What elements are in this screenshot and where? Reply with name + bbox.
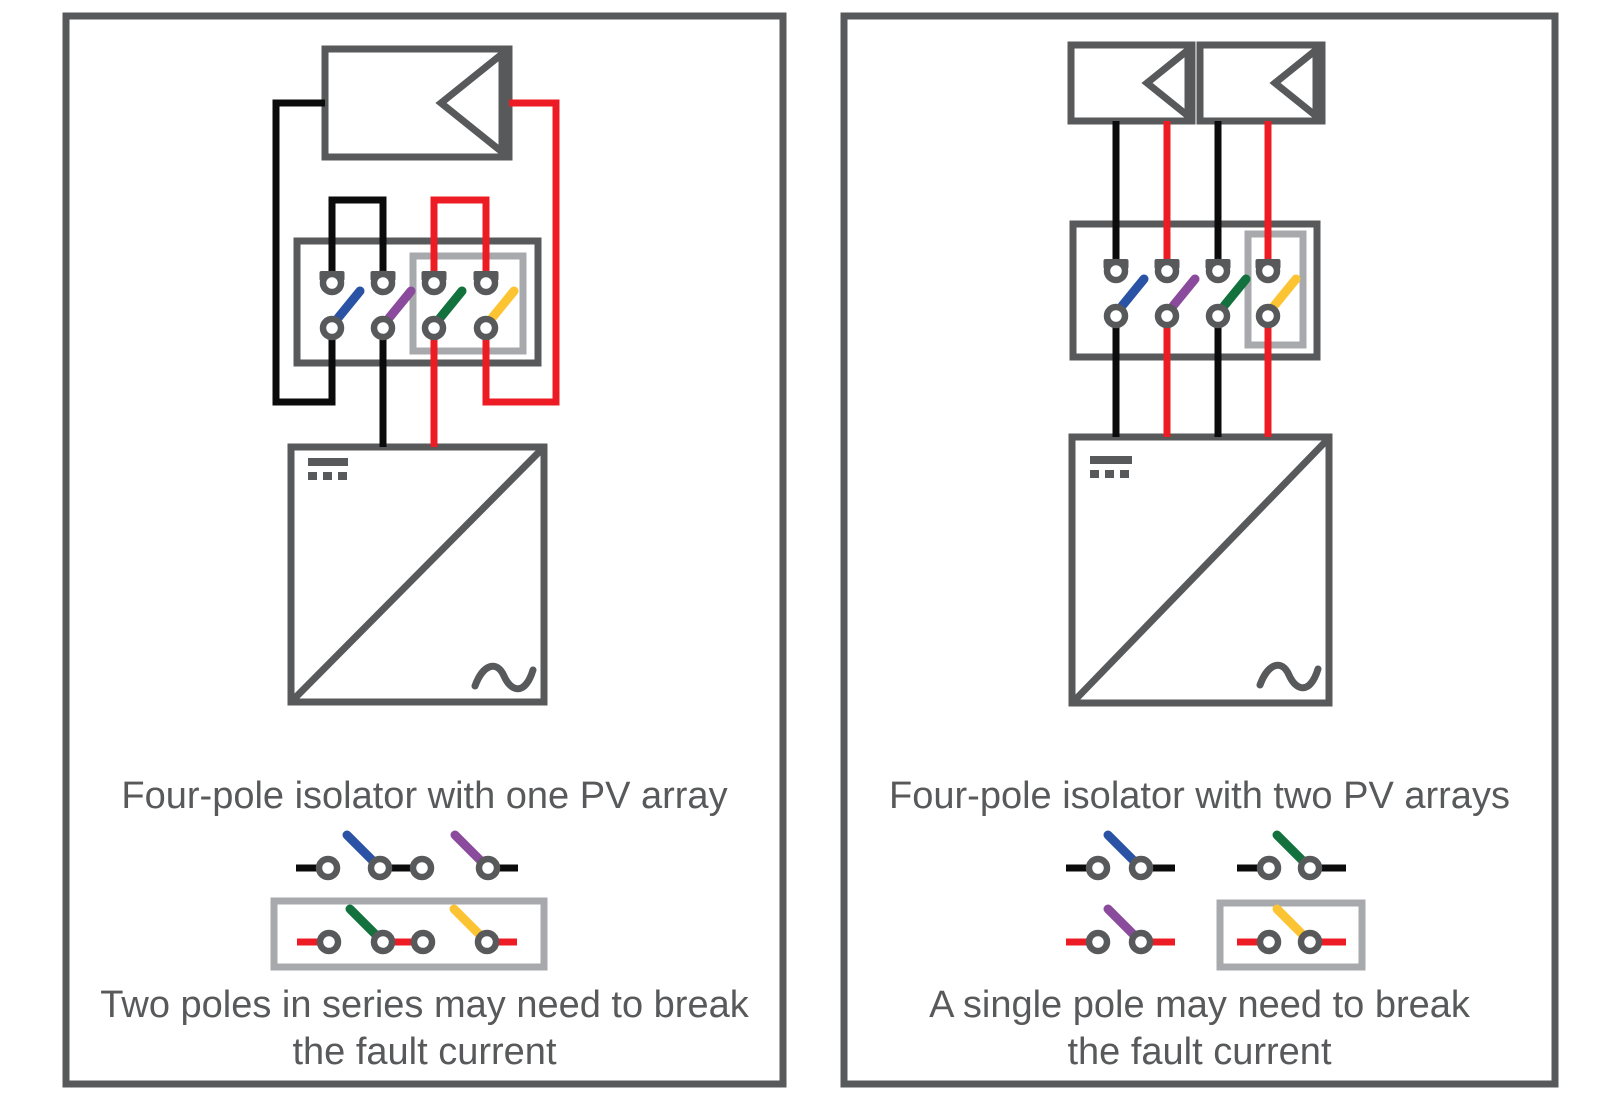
blade-yellow: [1272, 904, 1309, 941]
blade-green: [1272, 830, 1309, 867]
legend-highlight-box: [1216, 899, 1366, 971]
blade-green: [345, 904, 382, 941]
blade-green: [1219, 274, 1251, 311]
right-panel: [840, 12, 1559, 1088]
blade-yellow: [487, 286, 519, 323]
pv-triangle: [435, 46, 506, 160]
dc-symbol: [308, 458, 348, 466]
inverter-diagonal: [1072, 437, 1330, 703]
left-wiring: [272, 99, 560, 447]
pv-triangle: [1269, 42, 1320, 124]
ac-symbol: [471, 662, 537, 693]
legend-row-negative: [1066, 830, 1346, 881]
blade-purple: [1103, 904, 1140, 941]
right-legend: [1066, 830, 1366, 971]
pv-negative-wire: [272, 99, 336, 406]
legend-row-positive: [1066, 904, 1346, 955]
right-panel-caption: A single pole may need to break the faul…: [841, 982, 1558, 1076]
switch-pole-4: [473, 270, 519, 341]
blade-yellow: [1269, 274, 1301, 311]
blade-purple: [384, 286, 416, 323]
right-caption-line-1: A single pole may need to break: [929, 984, 1470, 1026]
blade-purple: [450, 830, 487, 867]
switch-pole-3: [421, 270, 467, 341]
isolator-box: [293, 237, 542, 367]
blade-blue: [333, 286, 365, 323]
pv-array-icon: [321, 45, 513, 161]
switch-pole-2: [370, 270, 416, 341]
switch-pole-1: [1103, 258, 1149, 329]
right-wiring: [1112, 121, 1272, 437]
negative-series-link: [328, 196, 387, 275]
right-panel-title: Four-pole isolator with two PV arrays: [889, 775, 1510, 817]
left-panel-title: Four-pole isolator with one PV array: [121, 775, 728, 817]
isolator-box: [1069, 220, 1321, 361]
pv-array-icon-2: [1196, 41, 1326, 125]
switch-pole-1: [319, 270, 365, 341]
blade-blue: [342, 830, 379, 867]
inverter-diagonal: [290, 446, 545, 703]
blade-blue: [1103, 830, 1140, 867]
left-caption-line-1: Two poles in series may need to break: [100, 984, 749, 1026]
series-pair-highlight-box: [409, 252, 527, 355]
left-panel-caption: Two poles in series may need to break th…: [63, 982, 786, 1076]
right-panel-border: [840, 12, 1559, 1088]
inverter-icon: [1068, 433, 1333, 707]
positive-series-link: [430, 196, 490, 275]
legend-highlight-box: [270, 897, 548, 971]
pv-triangle: [1141, 42, 1192, 124]
left-panel: [62, 12, 787, 1088]
inverter-icon: [287, 443, 548, 706]
ac-symbol: [1256, 661, 1322, 692]
legend-row-negative: [296, 830, 518, 881]
pv-array-icon-1: [1067, 41, 1196, 125]
dc-symbol: [1090, 456, 1132, 464]
legend-row-positive: [297, 904, 517, 955]
left-caption-line-2: the fault current: [292, 1031, 557, 1073]
blade-blue: [1117, 274, 1149, 311]
switch-pole-4: [1255, 258, 1301, 329]
left-panel-border: [62, 12, 787, 1088]
single-pole-highlight-box: [1244, 230, 1307, 349]
blade-purple: [1168, 274, 1200, 311]
blade-yellow: [449, 904, 486, 941]
switch-pole-3: [1205, 258, 1251, 329]
blade-green: [435, 286, 467, 323]
right-caption-line-2: the fault current: [1067, 1031, 1332, 1073]
switch-pole-2: [1154, 258, 1200, 329]
pv-positive-wire: [482, 99, 560, 406]
left-legend: [270, 830, 548, 971]
